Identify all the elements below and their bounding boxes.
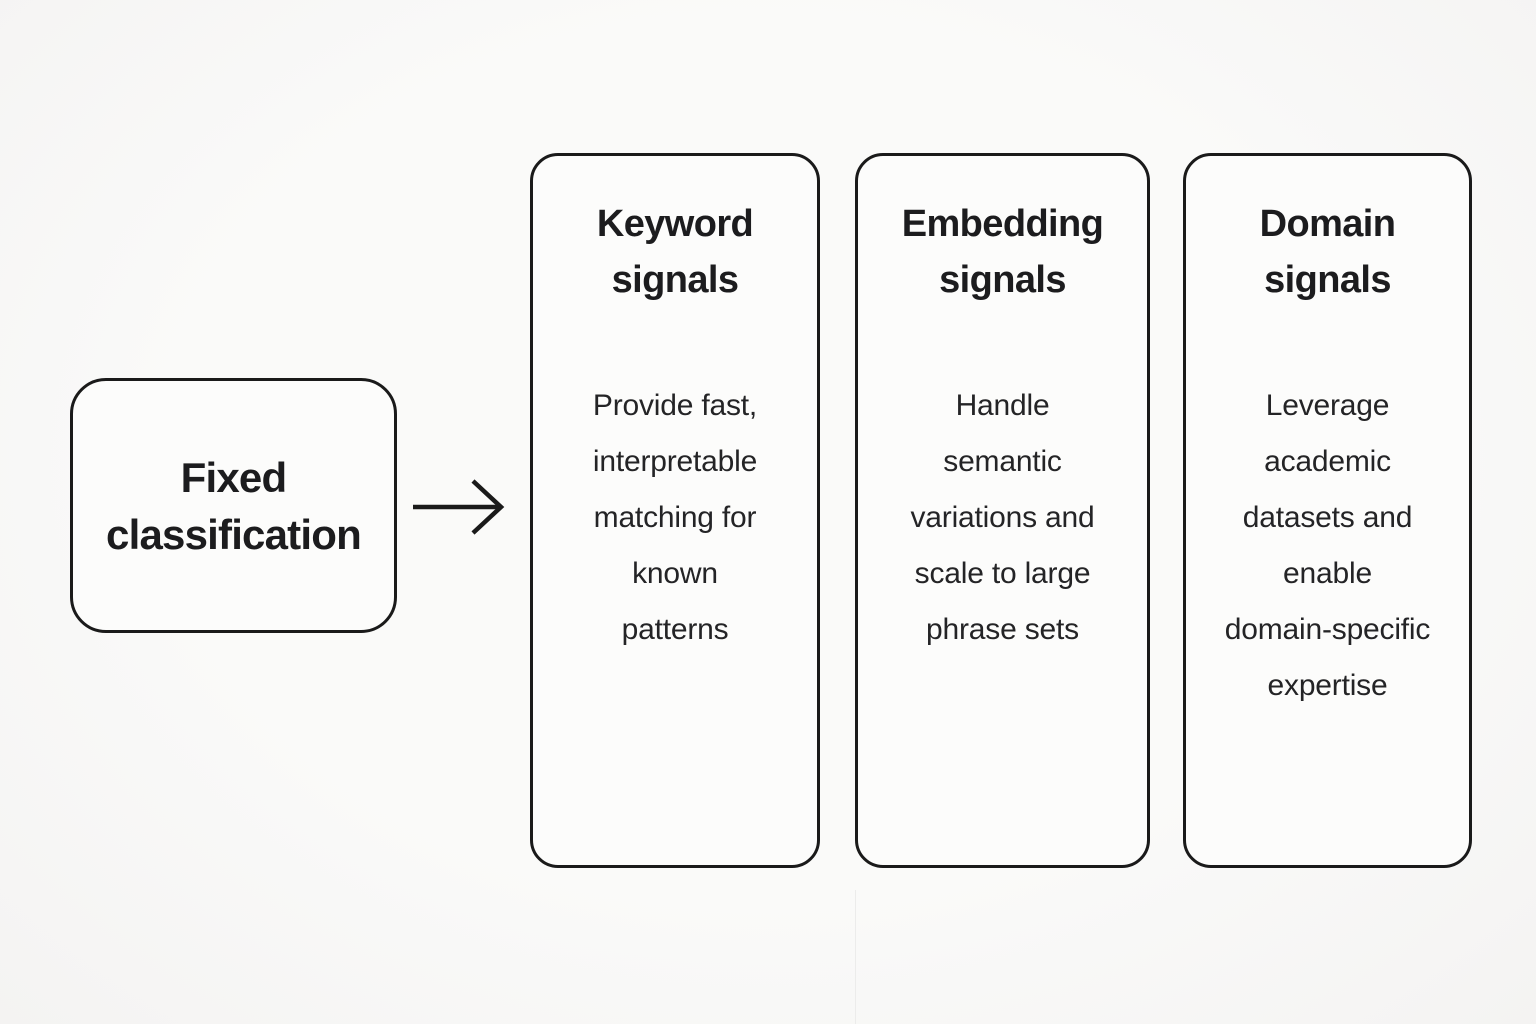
card-body: Provide fast, interpretable matching for…: [592, 389, 758, 646]
source-box: Fixed classification: [70, 378, 397, 633]
card-body: Leverage academic datasets and enable do…: [1224, 389, 1431, 702]
background-seam: [855, 890, 856, 1024]
card-body: Handle semantic variations and scale to …: [910, 389, 1095, 646]
card-title: Keyword signals: [596, 203, 754, 301]
signal-card-keyword: Keyword signals Provide fast, interpreta…: [530, 153, 820, 868]
signal-card-embedding: Embedding signals Handle semantic variat…: [855, 153, 1150, 868]
card-title: Domain signals: [1259, 203, 1396, 301]
signal-card-domain: Domain signals Leverage academic dataset…: [1183, 153, 1472, 868]
card-title: Embedding signals: [901, 203, 1104, 301]
arrow-right-icon: [413, 479, 505, 535]
source-box-label: Fixed classification: [106, 453, 362, 558]
